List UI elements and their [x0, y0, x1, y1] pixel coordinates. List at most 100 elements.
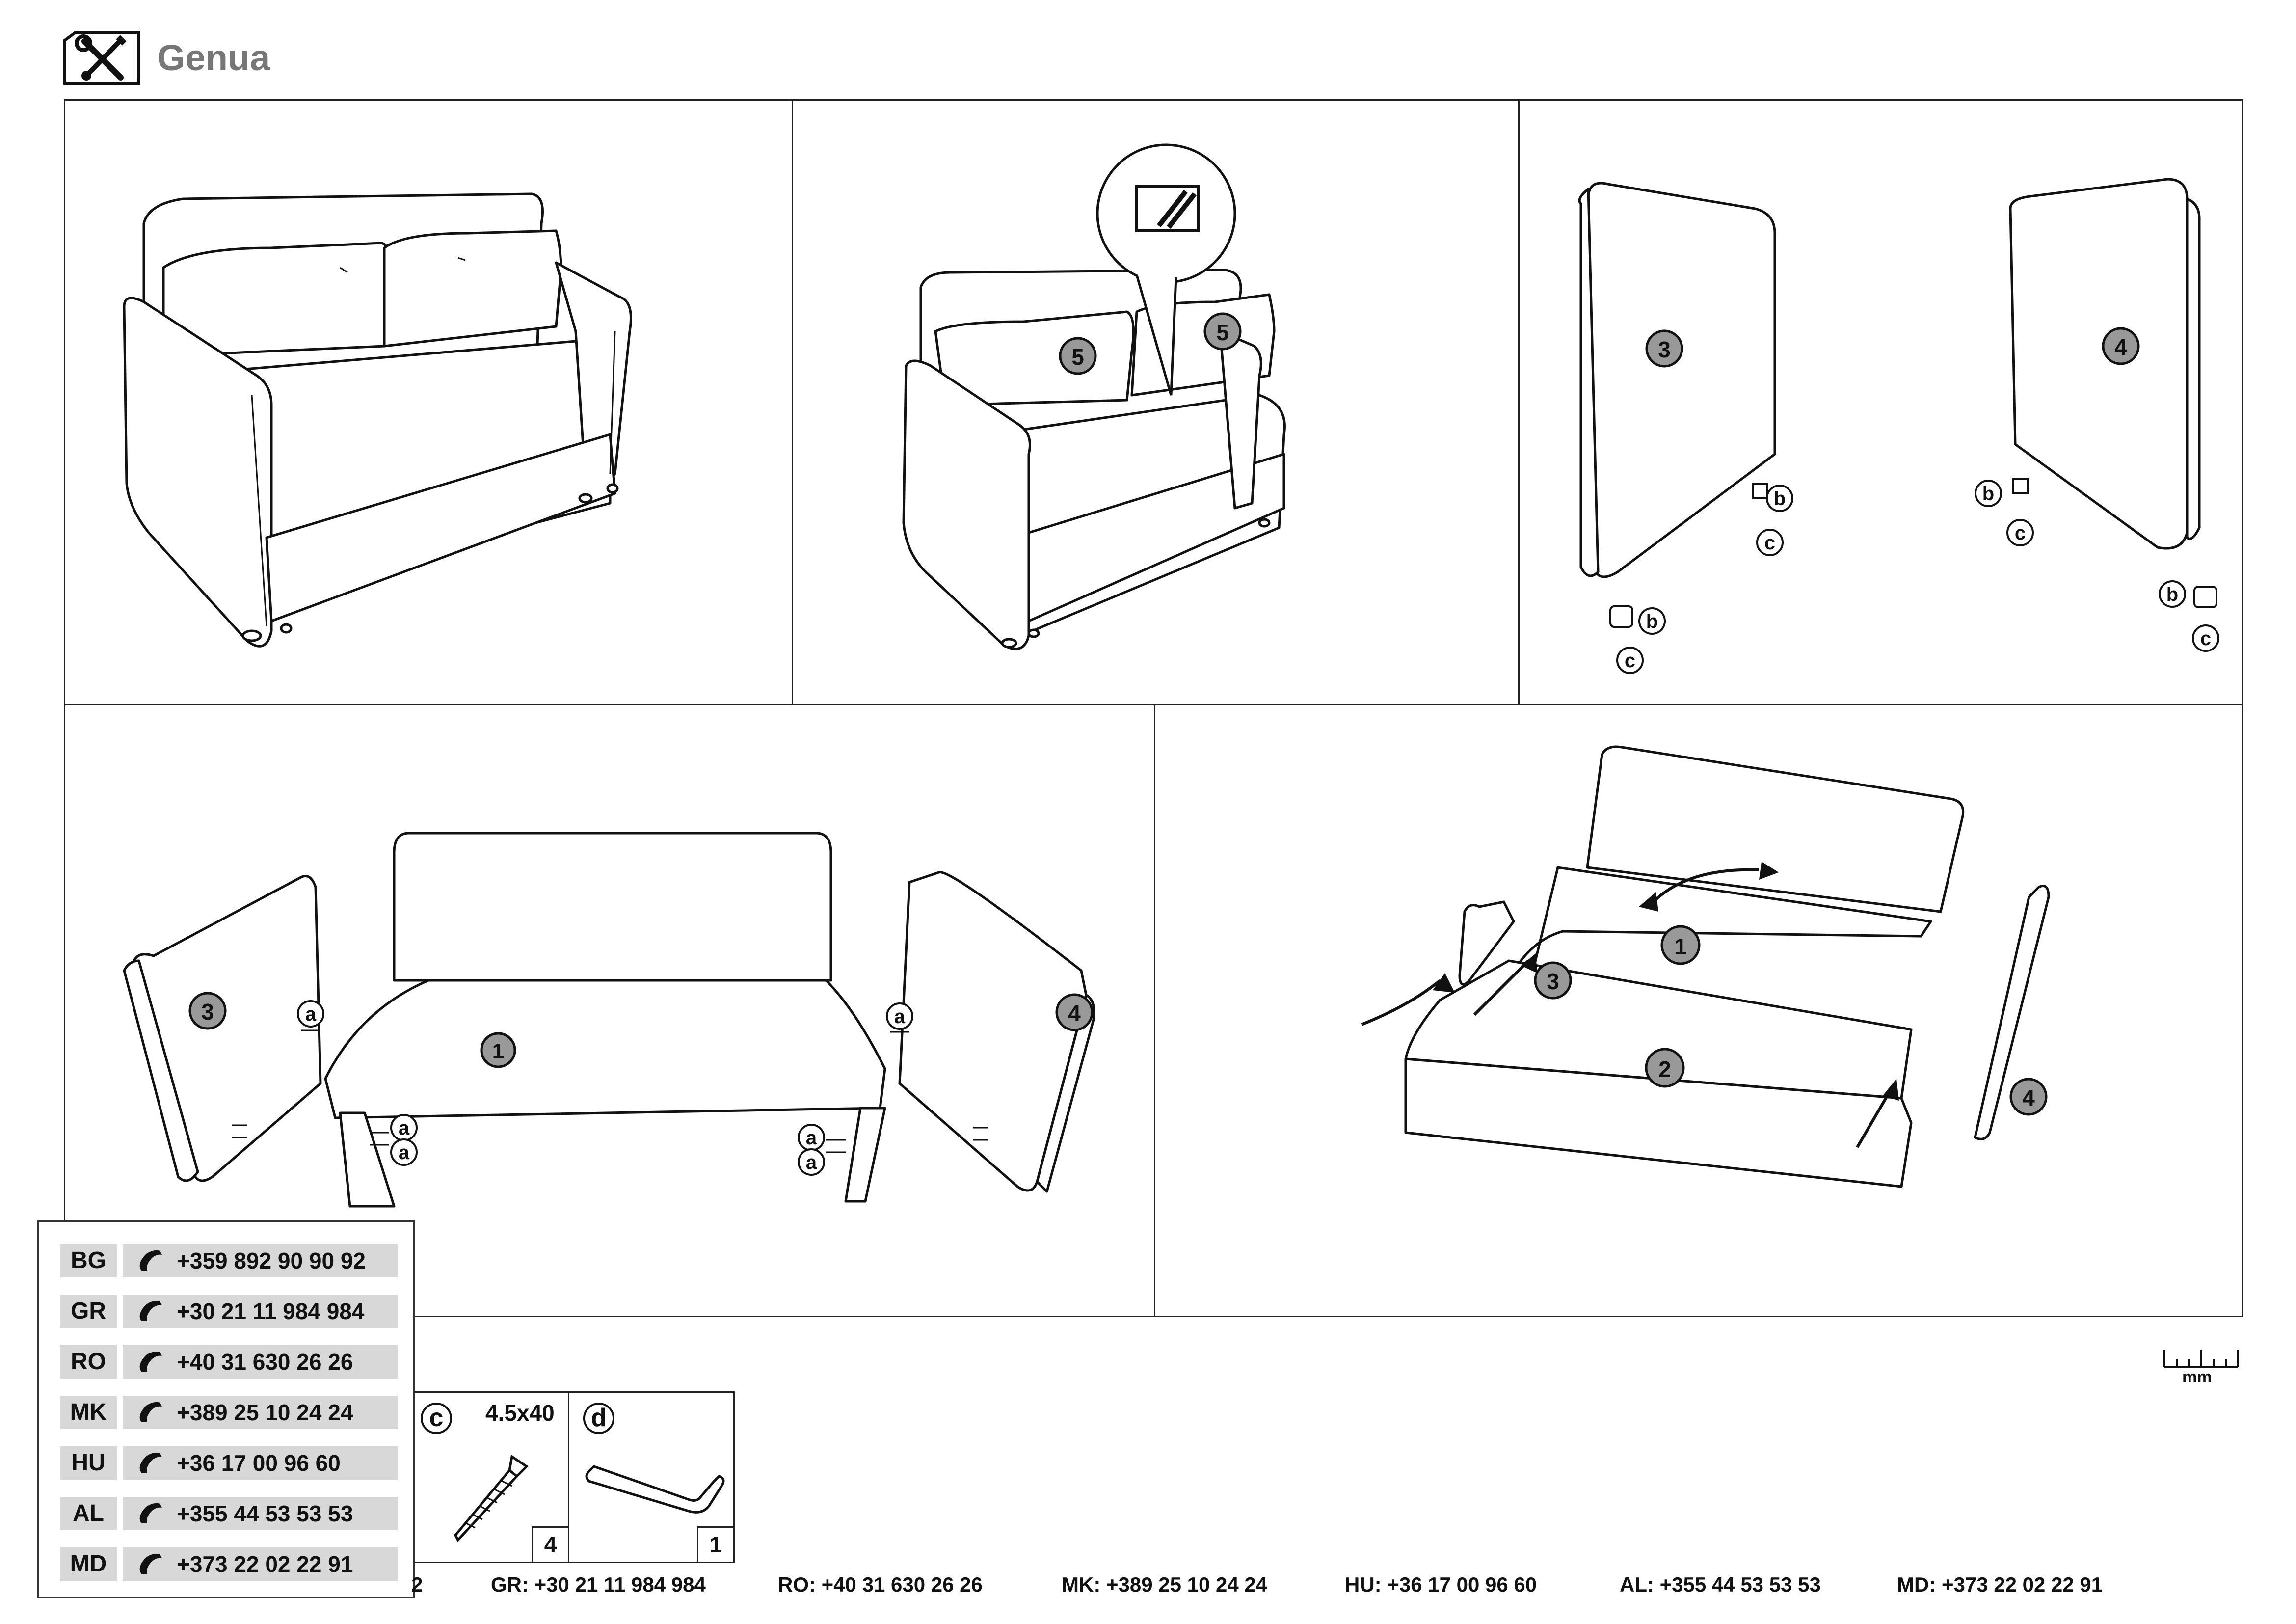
part-badge-5: 5 [1203, 312, 1242, 351]
parts-box-c: c 4.5x40 4 [412, 1391, 569, 1563]
phone-icon [139, 1351, 162, 1372]
svg-text:a: a [806, 1127, 817, 1149]
part-letter-d: d [583, 1403, 614, 1434]
footer-contact: MD: +373 22 02 22 91 [1897, 1573, 2103, 1597]
svg-text:1: 1 [492, 1039, 504, 1063]
col-divider-3 [1154, 704, 1155, 1316]
part-badge-4: 4 [2102, 327, 2140, 365]
armrests-feet-illustration: 3 4 b c b [1578, 178, 2219, 674]
footer-contact-code: AL: [1620, 1573, 1654, 1596]
page-title: Genua [157, 37, 270, 78]
phone-number-text: +30 21 11 984 984 [177, 1299, 365, 1324]
footer-fragment: 2 [411, 1573, 423, 1596]
parts-box-d: d 1 [568, 1391, 735, 1563]
svg-text:b: b [1774, 488, 1786, 510]
step-3-panel: 3 4 b c b [1520, 101, 2242, 704]
part-badge-3: 3 [188, 992, 227, 1030]
svg-text:1: 1 [1674, 934, 1687, 959]
phone-number[interactable]: +359 892 90 90 92 [123, 1244, 398, 1277]
part-letter-c: c [421, 1403, 452, 1434]
svg-text:4: 4 [1068, 1001, 1081, 1026]
footer-contact: GR: +30 21 11 984 984 [491, 1573, 706, 1597]
col-divider-2 [1518, 101, 1520, 704]
tools-icon [63, 30, 140, 85]
part-size-c: 4.5x40 [485, 1400, 555, 1426]
part-badge-4: 4 [1055, 993, 1094, 1031]
svg-text:a: a [806, 1152, 817, 1173]
svg-text:b: b [1982, 483, 1994, 505]
country-code: AL [60, 1497, 117, 1530]
phone-number-text: +355 44 53 53 53 [177, 1501, 353, 1526]
phone-number[interactable]: +373 22 02 22 91 [123, 1547, 398, 1581]
svg-text:b: b [2166, 584, 2178, 605]
phone-number[interactable]: +30 21 11 984 984 [123, 1295, 398, 1328]
phone-icon [139, 1250, 162, 1271]
footer-contact-code: MK: [1062, 1573, 1101, 1596]
sofa-illustration [123, 192, 632, 648]
svg-text:c: c [1625, 650, 1635, 672]
phone-number-text: +373 22 02 22 91 [177, 1551, 353, 1577]
svg-text:a: a [399, 1117, 410, 1139]
sofa-bed-illustration: 1 2 3 4 [1361, 745, 2050, 1188]
svg-text:c: c [2200, 628, 2211, 650]
phone-number[interactable]: +389 25 10 24 24 [123, 1396, 398, 1429]
footer-contact-code: GR: [491, 1573, 529, 1596]
footer-contact: HU: +36 17 00 96 60 [1345, 1573, 1537, 1597]
part-badge-1: 1 [1660, 925, 1701, 965]
col-divider-1 [792, 101, 793, 704]
step-5-panel: 1 2 3 4 [1155, 705, 2242, 1316]
svg-text:c: c [1764, 532, 1775, 554]
footer-contact-number: +30 21 11 984 984 [534, 1573, 706, 1596]
part-badge-5: 5 [1059, 337, 1097, 375]
svg-text:3: 3 [1547, 969, 1559, 994]
footer-contact-code: RO: [778, 1573, 816, 1596]
assembly-frame: 5 5 3 4 [64, 99, 2243, 1317]
phone-number[interactable]: +36 17 00 96 60 [123, 1446, 398, 1480]
svg-text:3: 3 [1658, 337, 1671, 362]
country-code: MK [60, 1396, 117, 1429]
callout-bubble [1096, 143, 1236, 396]
row-divider [65, 704, 2242, 705]
phone-number[interactable]: +355 44 53 53 53 [123, 1497, 398, 1530]
footer-contact: MK: +389 25 10 24 24 [1062, 1573, 1267, 1597]
phone-number-text: +40 31 630 26 26 [177, 1349, 353, 1375]
phone-contacts-box: BG +359 892 90 90 92 GR +30 21 11 984 98… [37, 1220, 415, 1598]
footer-contact: AL: +355 44 53 53 53 [1620, 1573, 1821, 1597]
country-code: HU [60, 1446, 117, 1480]
svg-text:5: 5 [1071, 344, 1084, 370]
allen-key-icon [585, 1465, 725, 1514]
svg-text:b: b [1646, 611, 1658, 632]
part-badge-3: 3 [1534, 961, 1572, 1000]
phone-icon [139, 1452, 162, 1473]
phone-icon [139, 1300, 162, 1321]
country-code: BG [60, 1244, 117, 1277]
part-qty-d: 1 [697, 1526, 733, 1562]
svg-text:c: c [2015, 522, 2026, 544]
footer-contact-number: +36 17 00 96 60 [1387, 1573, 1537, 1596]
svg-text:4: 4 [2114, 334, 2127, 360]
phone-icon [139, 1503, 162, 1523]
footer-contact-code: HU: [1345, 1573, 1382, 1596]
sofa-pillows-illustration: 5 5 [902, 143, 1286, 650]
step-1-panel [65, 101, 792, 704]
phone-icon [139, 1553, 162, 1574]
part-badge-3: 3 [1645, 329, 1683, 368]
svg-text:a: a [305, 1003, 317, 1025]
svg-text:a: a [894, 1006, 906, 1028]
footer-contact-number: +389 25 10 24 24 [1106, 1573, 1268, 1596]
svg-text:3: 3 [201, 999, 214, 1025]
part-badge-1: 1 [480, 1032, 516, 1068]
ruler-unit-label: mm [2182, 1368, 2212, 1386]
phone-number[interactable]: +40 31 630 26 26 [123, 1345, 398, 1379]
svg-text:5: 5 [1216, 320, 1229, 345]
footer-contact-code: MD: [1897, 1573, 1936, 1596]
footer-contact-number: +373 22 02 22 91 [1941, 1573, 2103, 1596]
country-code: GR [60, 1295, 117, 1328]
part-qty-c: 4 [532, 1526, 568, 1562]
screw-icon [454, 1454, 529, 1543]
phone-icon [139, 1402, 162, 1422]
country-code: RO [60, 1345, 117, 1379]
exploded-assembly-illustration: 1 3 4 a a a a a [123, 832, 1095, 1208]
svg-text:a: a [399, 1142, 410, 1164]
part-badge-2: 2 [1645, 1048, 1685, 1088]
